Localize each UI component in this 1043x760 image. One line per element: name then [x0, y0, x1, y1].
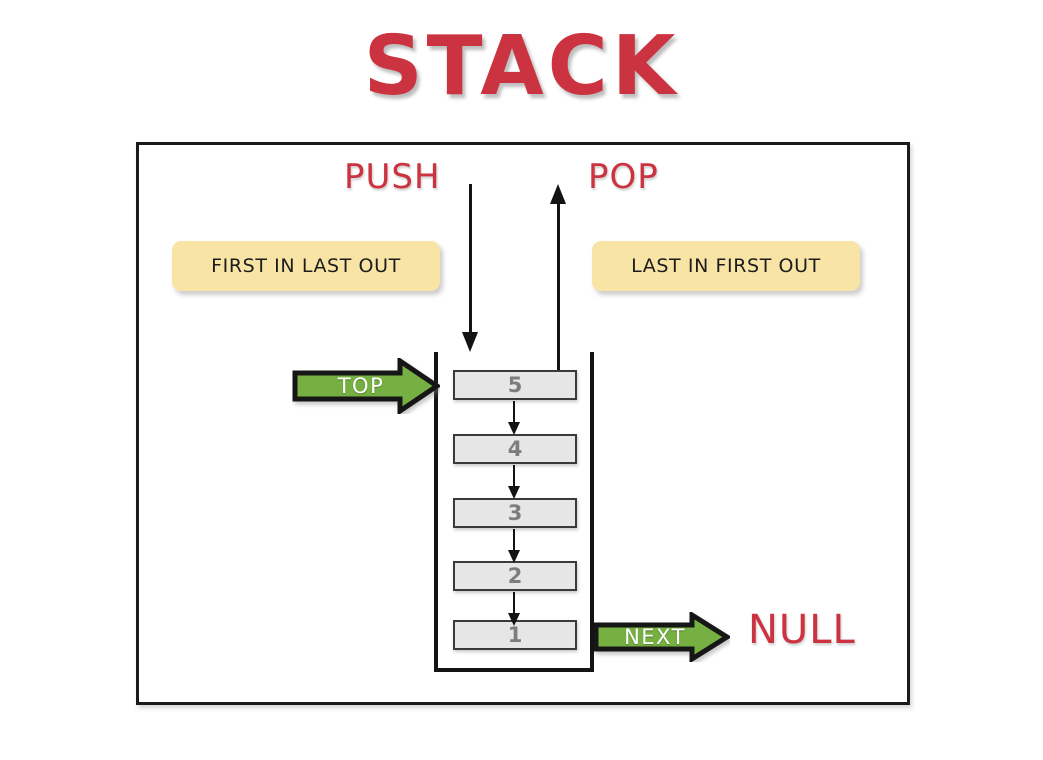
next-pointer-arrow: NEXT	[594, 612, 730, 662]
cell-link-shaft	[513, 465, 515, 489]
cell-link-head	[508, 613, 520, 626]
pop-arrow-head	[550, 184, 566, 204]
cell-link-head	[508, 486, 520, 499]
stack-cell: 5	[453, 370, 577, 400]
cell-link-shaft	[513, 592, 515, 616]
stack-cell: 4	[453, 434, 577, 464]
stack-container	[434, 352, 594, 672]
note-first-in-last-out: FIRST IN LAST OUT	[172, 241, 440, 291]
note-last-in-first-out: LAST IN FIRST OUT	[592, 241, 860, 291]
stack-cell: 3	[453, 498, 577, 528]
pop-arrow-shaft	[557, 202, 560, 370]
pop-label: POP	[588, 157, 659, 197]
stack-cell: 2	[453, 561, 577, 591]
diagram-frame	[136, 142, 910, 705]
cell-link-shaft	[513, 529, 515, 553]
push-arrow-shaft	[469, 184, 472, 336]
page-title: STACK	[363, 19, 680, 114]
cell-link-head	[508, 550, 520, 563]
top-pointer-arrow: TOP	[292, 358, 440, 414]
cell-link-shaft	[513, 401, 515, 425]
next-arrow-shape	[594, 612, 730, 662]
null-label: NULL	[748, 607, 856, 653]
push-arrow-head	[462, 332, 478, 352]
cell-link-head	[508, 422, 520, 435]
top-arrow-shape	[292, 358, 440, 414]
push-label: PUSH	[344, 157, 441, 197]
